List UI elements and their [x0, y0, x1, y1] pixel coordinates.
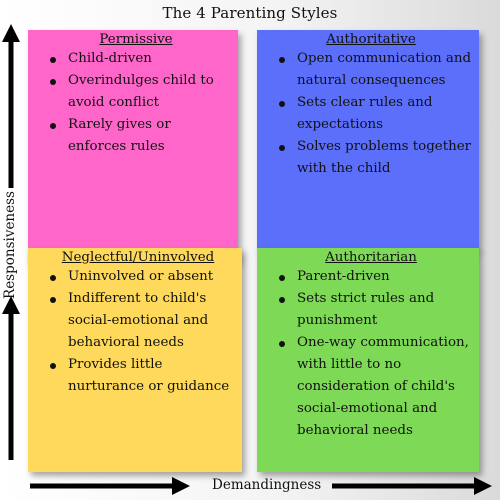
bullet-item: Indifferent to child's social-emotional … — [40, 288, 236, 354]
y-axis-label: Responsiveness — [2, 191, 18, 299]
bullet-item: Sets strict rules and punishment — [269, 288, 473, 332]
y-axis-arrow-bottom — [2, 296, 20, 460]
bullet-item: Sets clear rules and expectations — [269, 92, 473, 136]
bullet-item: Parent-driven — [269, 266, 473, 288]
quadrant-heading-authoritarian: Authoritarian — [325, 250, 417, 265]
y-axis-arrow-top — [2, 24, 20, 188]
quadrant-heading-neglectful: Neglectful/Uninvolved — [61, 250, 215, 265]
bullet-list-neglectful: Uninvolved or absent Indifferent to chil… — [40, 266, 236, 398]
bullet-item: Overindulges child to avoid conflict — [40, 70, 232, 114]
quadrant-authoritarian: Authoritarian Parent-driven Sets strict … — [257, 248, 479, 472]
quadrant-heading-permissive: Permissive — [99, 32, 173, 47]
bullet-item: Child-driven — [40, 48, 232, 70]
bullet-list-authoritarian: Parent-driven Sets strict rules and puni… — [269, 266, 473, 442]
diagram-title: The 4 Parenting Styles — [162, 4, 338, 22]
quadrant-neglectful: Neglectful/Uninvolved Uninvolved or abse… — [28, 248, 242, 472]
x-axis-arrow-left — [30, 477, 190, 495]
bullet-item: Uninvolved or absent — [40, 266, 236, 288]
bullet-item: Open communication and natural consequen… — [269, 48, 473, 92]
bullet-item: One-way communication, with little to no… — [269, 332, 473, 442]
quadrant-permissive: Permissive Child-driven Overindulges chi… — [28, 30, 238, 262]
x-axis-arrow-right — [332, 477, 492, 495]
bullet-item: Rarely gives or enforces rules — [40, 114, 232, 158]
quadrant-authoritative: Authoritative Open communication and nat… — [257, 30, 479, 250]
bullet-item: Provides little nurturance or guidance — [40, 354, 236, 398]
x-axis-label: Demandingness — [212, 477, 322, 493]
quadrant-heading-authoritative: Authoritative — [326, 32, 416, 47]
bullet-list-permissive: Child-driven Overindulges child to avoid… — [40, 48, 232, 158]
bullet-item: Solves problems together with the child — [269, 136, 473, 180]
bullet-list-authoritative: Open communication and natural consequen… — [269, 48, 473, 180]
